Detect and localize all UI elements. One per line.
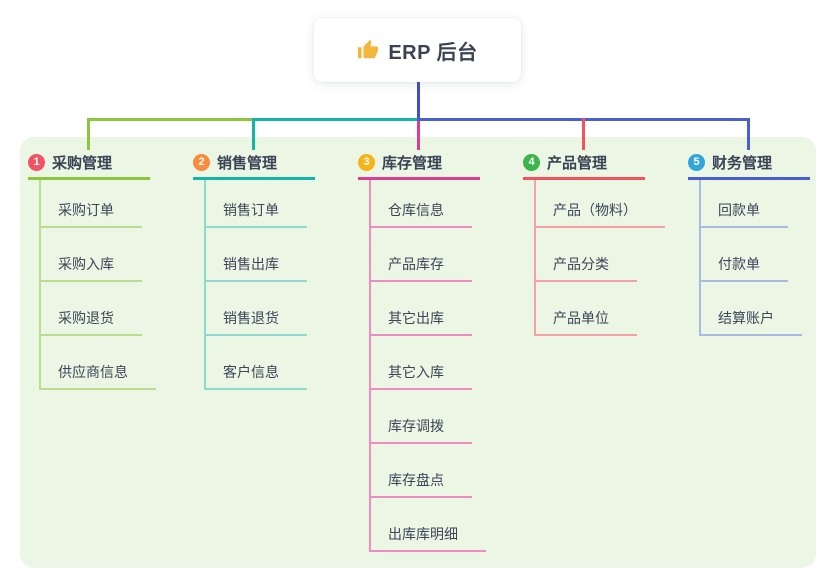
branch-number-badge: 2: [193, 153, 210, 171]
branch-label: 库存管理: [382, 154, 443, 172]
node-item[interactable]: 库存盘点: [371, 444, 472, 498]
node-item[interactable]: 销售退货: [206, 282, 307, 336]
node-item[interactable]: 付款单: [701, 228, 788, 282]
branch-sales: 2 销售管理 销售订单 销售出库 销售退货 客户信息: [193, 147, 315, 390]
root-node[interactable]: ERP 后台: [314, 18, 521, 82]
node-item[interactable]: 产品单位: [536, 282, 637, 336]
connector-drop-inventory: [417, 121, 420, 150]
node-item[interactable]: 产品分类: [536, 228, 637, 282]
branch-inventory-title[interactable]: 3 库存管理: [358, 147, 480, 180]
branch-children: 销售订单 销售出库 销售退货 客户信息: [204, 180, 307, 390]
node-item[interactable]: 供应商信息: [41, 336, 156, 390]
branch-number-badge: 3: [358, 153, 375, 171]
branch-finance-title[interactable]: 5 财务管理: [688, 147, 810, 180]
connector-drop-finance: [747, 118, 750, 150]
node-item[interactable]: 采购退货: [41, 282, 142, 336]
branch-finance: 5 财务管理 回款单 付款单 结算账户: [688, 147, 810, 336]
node-item[interactable]: 销售出库: [206, 228, 307, 282]
connector-root: [417, 82, 420, 118]
branch-procurement-title[interactable]: 1 采购管理: [28, 147, 150, 180]
node-item[interactable]: 产品（物料）: [536, 180, 665, 228]
connector-drop-sales: [252, 118, 255, 150]
node-item[interactable]: 其它出库: [371, 282, 472, 336]
branch-procurement: 1 采购管理 采购订单 采购入库 采购退货 供应商信息: [28, 147, 156, 390]
connector-drop-procurement: [87, 118, 90, 150]
branch-inventory: 3 库存管理 仓库信息 产品库存 其它出库 其它入库 库存调拨 库存盘点 出库库…: [358, 147, 486, 552]
branch-label: 采购管理: [52, 154, 113, 172]
thumbs-up-icon: [358, 39, 379, 59]
branch-number-badge: 4: [523, 153, 540, 171]
root-node-label: ERP 后台: [388, 41, 478, 64]
branch-label: 销售管理: [217, 154, 278, 172]
branch-children: 采购订单 采购入库 采购退货 供应商信息: [39, 180, 156, 390]
node-item[interactable]: 销售订单: [206, 180, 307, 228]
branch-sales-title[interactable]: 2 销售管理: [193, 147, 315, 180]
node-item[interactable]: 仓库信息: [371, 180, 472, 228]
connector-drop-product: [582, 118, 585, 150]
connector-bus-sales: [252, 118, 417, 121]
node-item[interactable]: 采购入库: [41, 228, 142, 282]
node-item[interactable]: 客户信息: [206, 336, 307, 390]
branch-product-title[interactable]: 4 产品管理: [523, 147, 645, 180]
node-item[interactable]: 结算账户: [701, 282, 802, 336]
branch-children: 仓库信息 产品库存 其它出库 其它入库 库存调拨 库存盘点 出库库明细: [369, 180, 486, 552]
node-item[interactable]: 其它入库: [371, 336, 472, 390]
node-item[interactable]: 库存调拨: [371, 390, 472, 444]
branch-product: 4 产品管理 产品（物料） 产品分类 产品单位: [523, 147, 665, 336]
branch-number-badge: 5: [688, 153, 705, 171]
branch-label: 产品管理: [547, 154, 608, 172]
branch-children: 回款单 付款单 结算账户: [699, 180, 802, 336]
node-item[interactable]: 产品库存: [371, 228, 472, 282]
branch-children: 产品（物料） 产品分类 产品单位: [534, 180, 665, 336]
node-item[interactable]: 采购订单: [41, 180, 142, 228]
node-item[interactable]: 回款单: [701, 180, 788, 228]
node-item[interactable]: 出库库明细: [371, 498, 486, 552]
branch-number-badge: 1: [28, 153, 45, 171]
connector-bus-procurement: [87, 118, 252, 121]
branch-label: 财务管理: [712, 154, 773, 172]
